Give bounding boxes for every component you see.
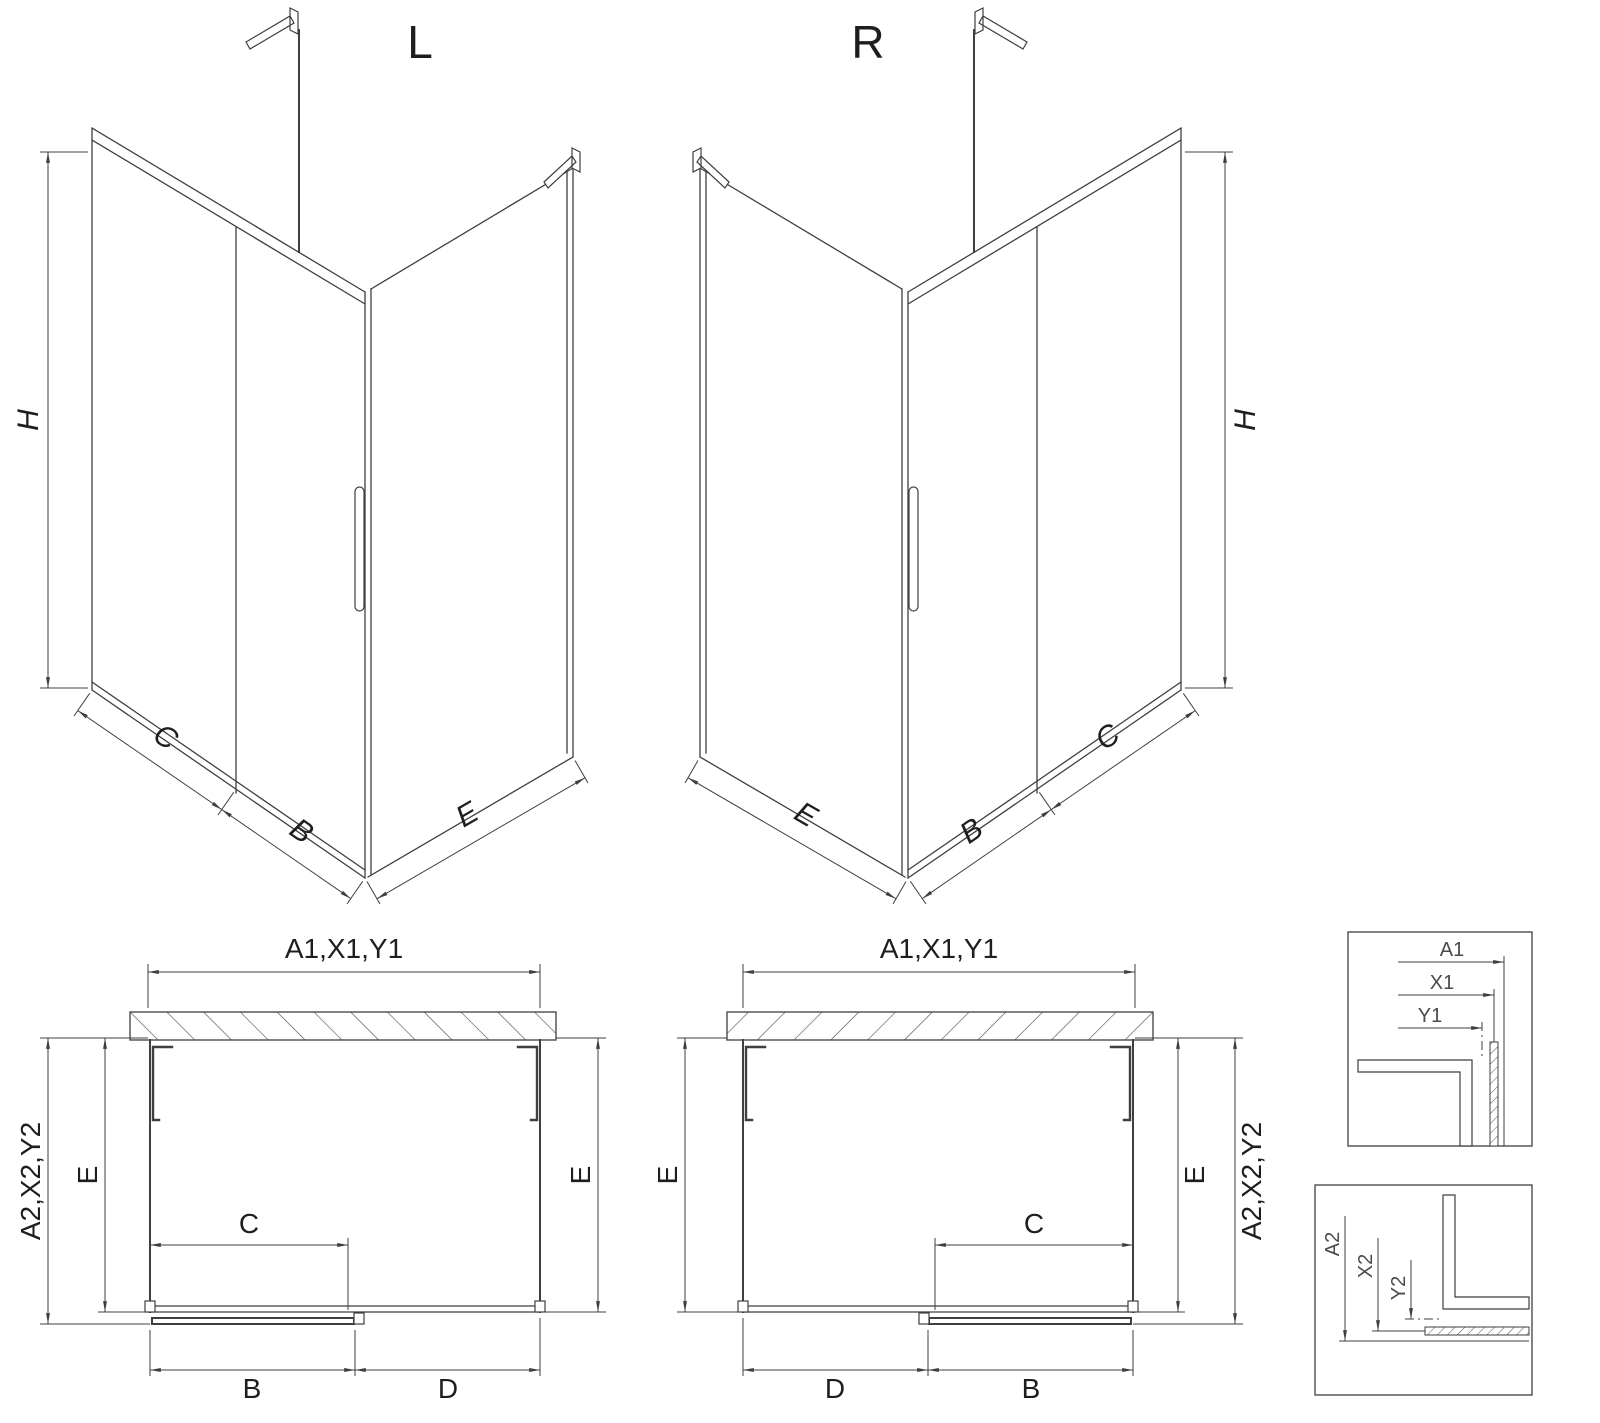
glass-section bbox=[1489, 1041, 1499, 1147]
plan-enclosure-geometry bbox=[40, 964, 606, 1376]
plan-left-c-label: C bbox=[239, 1208, 259, 1239]
plan-right-width-label: A1,X1,Y1 bbox=[880, 933, 998, 964]
plan-left-b-label: B bbox=[243, 1373, 262, 1404]
dim-label-h-right: H bbox=[1229, 409, 1262, 431]
plan-right-b-label: B bbox=[1022, 1373, 1041, 1404]
wall-profiles bbox=[151, 1045, 539, 1122]
side-glass-panels bbox=[149, 1039, 541, 1313]
dim-label-e-left: E bbox=[450, 795, 485, 834]
plan-right-d-label: D bbox=[825, 1373, 845, 1404]
bottom-track bbox=[147, 1305, 541, 1313]
detail-label-a1: A1 bbox=[1440, 939, 1464, 961]
detail-label-x2: X2 bbox=[1355, 1254, 1377, 1278]
detail-view-bottom: A2 X2 Y2 bbox=[1314, 1184, 1533, 1396]
sliding-door-panel bbox=[151, 1317, 355, 1325]
reference-lines bbox=[1339, 1330, 1529, 1342]
detail-bottom-border bbox=[1314, 1184, 1533, 1396]
side-panel-outline bbox=[367, 167, 574, 878]
iso-enclosure-geometry-mirrored bbox=[685, 8, 1233, 904]
dim-line-b bbox=[221, 809, 352, 900]
plan-left-d-label: D bbox=[438, 1373, 458, 1404]
wall-corner-profile bbox=[1357, 1059, 1473, 1147]
dim-line-c bbox=[77, 710, 223, 811]
plan-dimension-lines bbox=[40, 964, 606, 1376]
wall-corner-profile bbox=[1442, 1194, 1530, 1310]
plan-right-depth-inner-label: E bbox=[1179, 1166, 1210, 1185]
iso-view-right: R H C B E bbox=[685, 8, 1262, 904]
plan-left-depth-total-label: A2,X2,Y2 bbox=[15, 1122, 46, 1240]
iso-enclosure-geometry bbox=[40, 7, 589, 905]
detail-top-border bbox=[1347, 931, 1533, 1147]
extension-lines bbox=[40, 964, 606, 1376]
detail-label-x1: X1 bbox=[1430, 972, 1454, 994]
wall-section-hatched bbox=[129, 1011, 557, 1041]
view-label-right: R bbox=[851, 16, 884, 68]
dim-label-e-right: E bbox=[789, 795, 824, 834]
glass-section bbox=[1424, 1326, 1530, 1336]
plan-left-width-label: A1,X1,Y1 bbox=[285, 933, 403, 964]
detail-label-y2: Y2 bbox=[1388, 1276, 1410, 1300]
plan-left-depth-inner-label: E bbox=[72, 1166, 103, 1185]
view-label-left: L bbox=[407, 16, 433, 68]
dim-line-e bbox=[376, 777, 586, 900]
door-handle bbox=[354, 486, 365, 612]
iso-view-left: L H C B E bbox=[12, 7, 589, 905]
extension-lines bbox=[40, 151, 589, 905]
detail-label-y1: Y1 bbox=[1418, 1005, 1442, 1027]
corner-post bbox=[364, 288, 372, 879]
dim-label-h-left: H bbox=[12, 409, 45, 431]
plan-left-depth-far-label: E bbox=[565, 1166, 596, 1185]
corner-foot-right bbox=[534, 1300, 546, 1313]
door-stop bbox=[353, 1312, 365, 1325]
plan-view-right: A1,X1,Y1 E E A2,X2,Y2 C B D bbox=[652, 933, 1267, 1404]
front-panel-outline bbox=[91, 127, 366, 879]
detail-view-top: A1 X1 Y1 bbox=[1347, 931, 1533, 1147]
plan-enclosure-geometry-mirrored bbox=[677, 964, 1243, 1376]
plan-right-depth-far-label: E bbox=[652, 1166, 683, 1185]
reference-lines bbox=[1493, 956, 1505, 1146]
plan-right-depth-total-label: A2,X2,Y2 bbox=[1236, 1122, 1267, 1240]
detail-label-a2: A2 bbox=[1322, 1232, 1344, 1256]
plan-right-c-label: C bbox=[1024, 1208, 1044, 1239]
corner-foot-left bbox=[144, 1300, 156, 1313]
iso-dimension-lines bbox=[40, 151, 589, 905]
plan-view-left: A1,X1,Y1 A2,X2,Y2 E E C B D bbox=[15, 933, 606, 1404]
